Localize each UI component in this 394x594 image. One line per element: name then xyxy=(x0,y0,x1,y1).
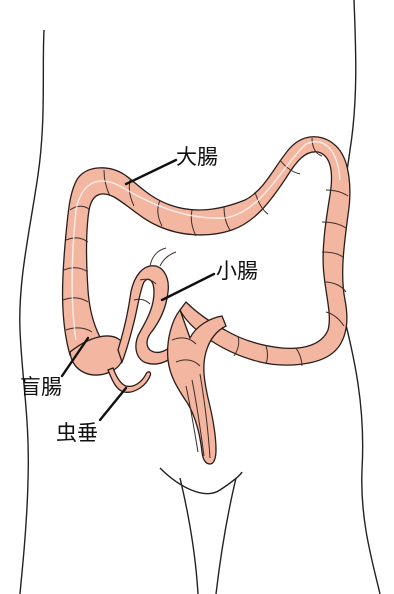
label-cecum: 盲腸 xyxy=(20,375,62,399)
torso-left-contour xyxy=(20,30,44,594)
label-appendix: 虫垂 xyxy=(56,421,98,445)
pelvis-curve xyxy=(160,468,242,494)
leader-appendix xyxy=(100,388,126,420)
mesentery-strand-1 xyxy=(150,248,166,266)
label-small-intestine: 小腸 xyxy=(216,259,258,283)
left-leg-contour xyxy=(180,478,198,594)
label-large-intestine: 大腸 xyxy=(176,145,218,169)
appendix-tube xyxy=(108,368,151,392)
right-leg-contour xyxy=(216,478,236,594)
leader-small-intestine xyxy=(162,274,214,300)
leader-large-intestine xyxy=(126,160,176,184)
mesentery-strand-2 xyxy=(160,252,176,266)
